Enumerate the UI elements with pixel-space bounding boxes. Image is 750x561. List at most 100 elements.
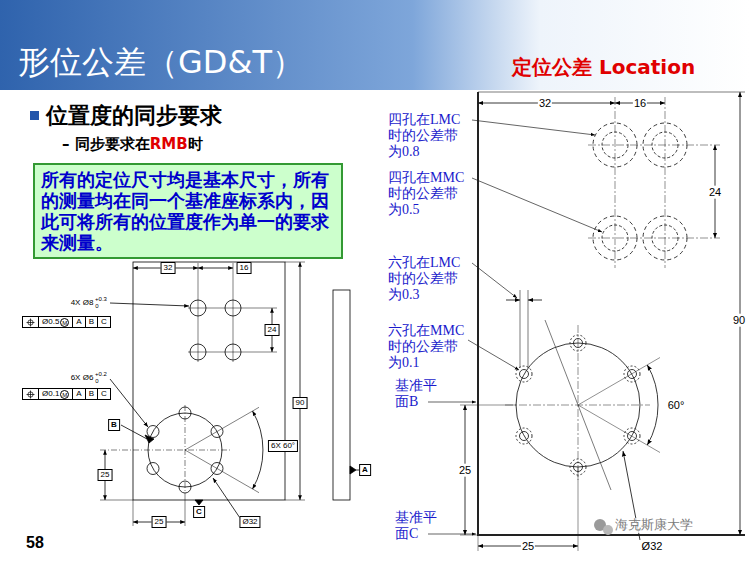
callout-note: 六孔在MMC时的公差带为0.1: [388, 323, 466, 371]
position-symbol-cell: [23, 389, 38, 399]
sub-bullet-text: 时: [188, 135, 203, 153]
watermark-icon: [603, 525, 613, 535]
note-text: 所有的定位尺寸均是基本尺寸，所有的测量均在同一个基准座标系内，因此可将所有的位置…: [41, 169, 335, 253]
size-tolerance: +0.2: [95, 371, 107, 378]
bullet-heading: 位置度的同步要求: [46, 103, 222, 128]
part-drawing-right: [472, 263, 517, 298]
feature-control-frame: Ø0.1MABC: [22, 388, 111, 400]
box-text: Ø32: [242, 517, 257, 527]
part-drawing-right: [643, 123, 687, 167]
part-drawing-left: [350, 466, 356, 474]
part-drawing-right: [602, 225, 628, 251]
box-text: 25: [155, 517, 164, 527]
part-drawing-right: [478, 92, 745, 535]
material-modifier: M: [60, 390, 69, 399]
part-drawing-left: [121, 425, 147, 439]
part-drawing-left: [213, 478, 240, 518]
basic-dimension: 25: [152, 516, 167, 528]
callout-note: 四孔在MMC时的公差带为0.5: [388, 170, 470, 218]
part-drawing-right: [520, 290, 528, 368]
callout-note: 四孔在LMC时的公差带为0.8: [388, 112, 470, 160]
position-symbol: [27, 390, 35, 398]
sub-bullet-text: – 同步要求在: [62, 135, 150, 153]
dimension: 32: [538, 97, 552, 110]
part-drawing-left: [133, 495, 185, 526]
part-drawing-right: [472, 120, 595, 135]
dimension: 60°: [667, 399, 686, 412]
hole-size: 4X Ø8: [71, 298, 94, 307]
dimension: 25: [458, 464, 472, 477]
part-drawing-right: [643, 216, 687, 260]
basic-dimension: 90: [293, 397, 308, 409]
part-drawing-right: [428, 534, 476, 535]
tolerance-cell: Ø0.5M: [38, 317, 72, 327]
part-drawing-right: [428, 402, 476, 403]
sub-bullet-keyword: RMB: [150, 135, 188, 153]
part-drawing-right: [602, 132, 628, 158]
datum-reference: B: [85, 389, 97, 399]
callout-note: 六孔在LMC时的公差带为0.3: [388, 255, 470, 303]
part-drawing-right: [593, 123, 637, 167]
position-symbol: [27, 318, 35, 326]
datum-reference: A: [72, 317, 84, 327]
part-drawing-left: [195, 500, 203, 505]
part-drawing-left: [188, 263, 277, 362]
bullet-square: [30, 111, 39, 120]
part-drawing-right: [478, 92, 745, 93]
part-drawing-right: [652, 132, 678, 158]
part-drawing-right: [578, 358, 660, 453]
box-text: 90: [296, 398, 305, 408]
part-drawing-right: [520, 370, 529, 379]
part-drawing-right: [428, 92, 745, 551]
basic-dimension: 24: [265, 324, 280, 336]
part-drawing-left: [133, 262, 285, 500]
watermark-icon: [594, 519, 613, 535]
part-drawing-right: [652, 225, 678, 251]
basic-dimension: 16: [237, 262, 252, 274]
datum-note: 基准平面B: [395, 378, 439, 410]
material-modifier: M: [60, 318, 69, 327]
datum-reference: B: [85, 317, 97, 327]
part-drawing-left: [285, 262, 305, 500]
part-drawing-right: [516, 428, 532, 444]
size-tolerance: 0: [95, 303, 98, 310]
note-box: 所有的定位尺寸均是基本尺寸，所有的测量均在同一个基准座标系内，因此可将所有的位置…: [33, 163, 343, 259]
dimension: 24: [708, 186, 722, 199]
section-tag: 定位公差 Location: [512, 56, 695, 79]
watermark: 海克斯康大学: [614, 518, 694, 533]
part-drawing-right: [520, 432, 529, 441]
slide-title: 形位公差（GD&T）: [18, 44, 304, 81]
sub-bullet-line: – 同步要求在RMB时: [62, 136, 203, 153]
header-bar: [0, 0, 750, 90]
part-drawing-right: [516, 366, 532, 382]
box-text: 25: [101, 470, 110, 480]
hole-size: 6X Ø6: [71, 373, 94, 382]
basic-dimension: Ø32: [239, 516, 260, 528]
part-drawing-left: [198, 268, 233, 269]
part-drawing-left: [100, 262, 360, 526]
tolerance-value: Ø0.1: [42, 389, 59, 399]
part-drawing-left: [300, 262, 301, 500]
part-drawing-right: [588, 97, 720, 268]
tolerance-cell: Ø0.1M: [38, 389, 72, 399]
part-drawing-left: [100, 405, 230, 495]
page-number: 58: [26, 534, 44, 552]
part-drawing-left: [253, 411, 263, 489]
datum-reference: C: [97, 389, 110, 399]
dimension: 90: [732, 314, 746, 327]
datum-symbol: C: [193, 506, 205, 518]
part-drawing-right: [506, 300, 520, 301]
part-drawing-left: [333, 290, 350, 500]
datum-symbol: B: [108, 419, 120, 431]
dimension: Ø32: [641, 540, 664, 553]
dimension: 16: [633, 97, 647, 110]
box-text: 24: [268, 325, 277, 335]
part-drawing-left: [185, 407, 259, 492]
box-text: A: [362, 465, 368, 475]
position-symbol-cell: [23, 317, 38, 327]
datum-reference: A: [72, 389, 84, 399]
basic-dimension: 32: [161, 262, 176, 274]
part-drawing-left: [147, 463, 159, 475]
part-drawing-right: [528, 300, 542, 301]
box-text: B: [111, 420, 117, 430]
